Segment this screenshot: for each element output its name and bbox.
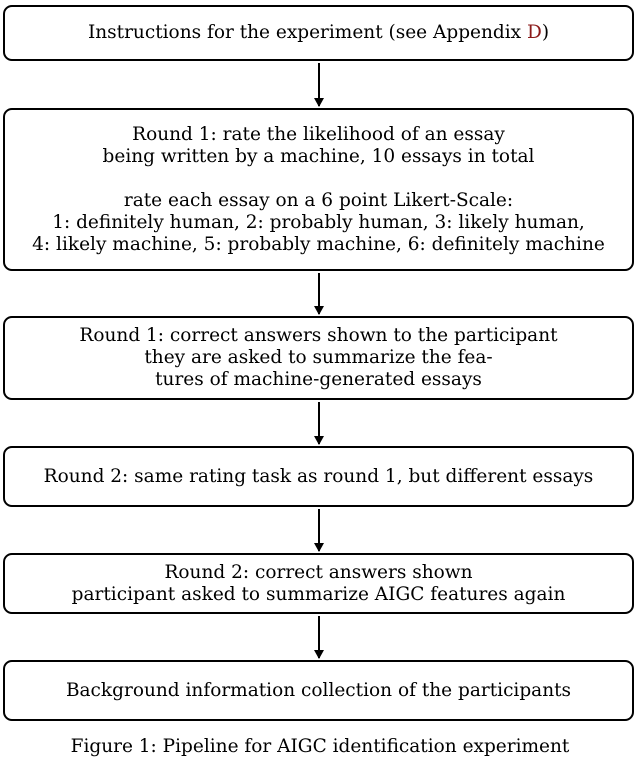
step-round2-feedback: Round 2: correct answers shown participa… [3,553,634,614]
flow-arrow-1 [314,63,324,107]
round1-feedback-line-3: tures of machine-generated essays [155,369,482,390]
likert-scale-line-2: 1: definitely human, 2: probably human, … [52,211,585,233]
round1-rating-line-2: being written by a machine, 10 essays in… [102,145,535,167]
flow-arrow-3 [314,402,324,445]
background-info-line-1: Background information collection of the… [65,679,572,701]
round2-feedback-line-2: participant asked to summarize AIGC feat… [71,583,566,605]
flow-arrow-5 [314,616,324,659]
likert-scale-line-1: rate each essay on a 6 point Likert-Scal… [123,189,514,211]
round1-feedback-line-2: they are asked to summarize the fea- [144,347,493,368]
flow-arrow-2 [314,273,324,315]
step-round1-rating: Round 1: rate the likelihood of an essay… [3,108,634,271]
step-background-info: Background information collection of the… [3,660,634,721]
instructions-text: Instructions for the experiment (see App… [87,22,527,43]
step-round2-rating: Round 2: same rating task as round 1, bu… [3,446,634,507]
round1-feedback-line-1: Round 1: correct answers shown to the pa… [79,325,558,346]
round1-rating-line-1: Round 1: rate the likelihood of an essay [132,123,505,145]
figure-caption: Figure 1: Pipeline for AIGC identificati… [70,736,570,757]
round2-rating-line-1: Round 2: same rating task as round 1, bu… [43,465,594,487]
step-round1-feedback: Round 1: correct answers shown to the pa… [3,316,634,400]
instructions-text-tail: ) [541,22,550,43]
appendix-link[interactable]: D [527,22,542,43]
round2-feedback-line-1: Round 2: correct answers shown [164,561,473,583]
step-instructions: Instructions for the experiment (see App… [3,5,634,61]
flow-arrow-4 [314,509,324,552]
likert-scale-line-3: 4: likely machine, 5: probably machine, … [32,233,605,255]
